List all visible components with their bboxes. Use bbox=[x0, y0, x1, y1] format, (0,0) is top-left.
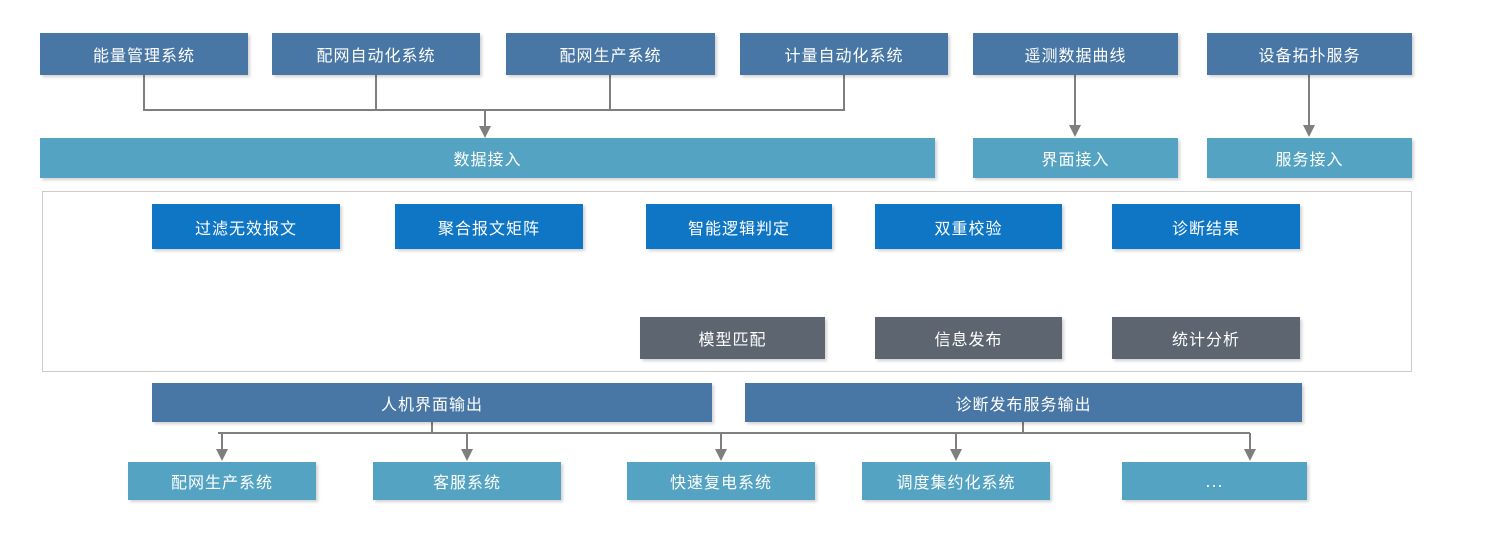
output-bus-line bbox=[218, 422, 1250, 434]
node-diagnosis-publish-service-output: 诊断发布服务输出 bbox=[745, 383, 1302, 422]
node-distribution-automation-system: 配网自动化系统 bbox=[272, 33, 480, 75]
node-aggregate-message-matrix: 聚合报文矩阵 bbox=[395, 204, 583, 249]
node-consumer-fast-restoration: 快速复电系统 bbox=[627, 462, 815, 500]
node-model-matching: 模型匹配 bbox=[640, 317, 825, 359]
node-data-access: 数据接入 bbox=[40, 138, 935, 178]
node-filter-invalid-messages: 过滤无效报文 bbox=[152, 204, 340, 249]
node-telemetry-data-curve: 遥测数据曲线 bbox=[973, 33, 1178, 75]
node-service-access: 服务接入 bbox=[1207, 138, 1412, 178]
node-information-publishing: 信息发布 bbox=[875, 317, 1062, 359]
node-consumer-dispatch-intensive: 调度集约化系统 bbox=[862, 462, 1050, 500]
node-statistical-analysis: 统计分析 bbox=[1112, 317, 1300, 359]
node-distribution-production-system: 配网生产系统 bbox=[506, 33, 715, 75]
node-double-verification: 双重校验 bbox=[875, 204, 1062, 249]
node-metering-automation-system: 计量自动化系统 bbox=[740, 33, 948, 75]
node-energy-management-system: 能量管理系统 bbox=[40, 33, 248, 75]
node-hmi-output: 人机界面输出 bbox=[152, 383, 712, 422]
node-device-topology-service: 设备拓扑服务 bbox=[1207, 33, 1412, 75]
node-diagnosis-result: 诊断结果 bbox=[1112, 204, 1300, 249]
node-consumer-distribution-production: 配网生产系统 bbox=[128, 462, 316, 500]
node-intelligent-logic-judgment: 智能逻辑判定 bbox=[646, 204, 832, 249]
node-consumer-customer-service: 客服系统 bbox=[373, 462, 561, 500]
top-bus-line bbox=[143, 75, 845, 111]
node-consumer-ellipsis: ... bbox=[1122, 462, 1307, 500]
node-ui-access: 界面接入 bbox=[973, 138, 1178, 178]
